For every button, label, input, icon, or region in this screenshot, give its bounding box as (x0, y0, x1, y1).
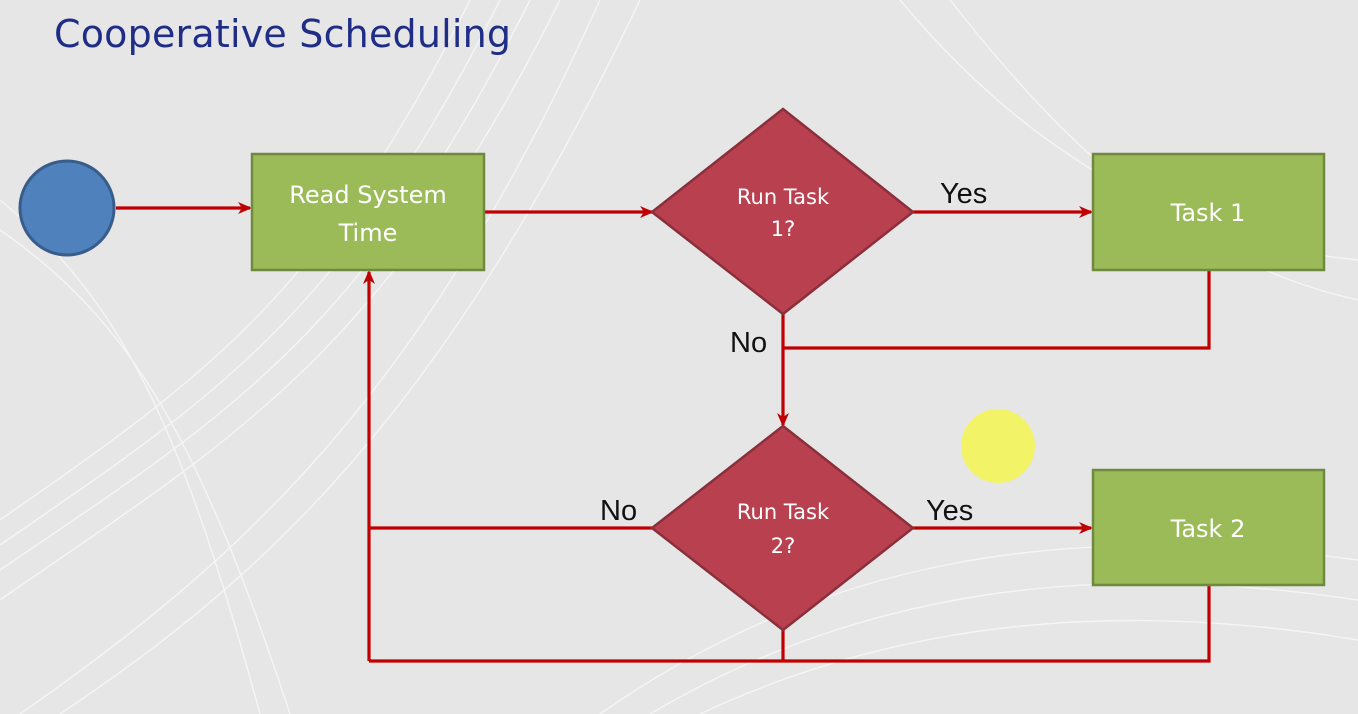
start-node (18, 159, 116, 257)
edge-task2-return (369, 586, 1211, 663)
task1-label: Task 1 (1170, 199, 1246, 227)
label-decision1-no: No (730, 327, 767, 359)
slide-title: Cooperative Scheduling (54, 12, 512, 56)
process-read-system-time: Read System Time (250, 152, 486, 272)
decision-run-task-1: Run Task 1? (649, 107, 916, 316)
decision1-line1: Run Task (737, 185, 830, 209)
process-task-1: Task 1 (1091, 152, 1326, 272)
edge-task1-return (783, 271, 1211, 350)
pointer-highlight (961, 409, 1035, 483)
decision-run-task-2: Run Task 2? (649, 424, 916, 632)
label-decision2-no: No (600, 495, 637, 527)
decision2-line1: Run Task (737, 500, 830, 524)
read-time-line1: Read System (289, 181, 446, 209)
process-task-2: Task 2 (1091, 468, 1326, 587)
decision1-line2: 1? (771, 217, 796, 241)
decision2-line2: 2? (771, 534, 796, 558)
label-decision1-yes: Yes (940, 178, 987, 210)
task2-label: Task 2 (1170, 515, 1246, 543)
read-time-line2: Time (338, 219, 398, 247)
label-decision2-yes: Yes (926, 495, 973, 527)
